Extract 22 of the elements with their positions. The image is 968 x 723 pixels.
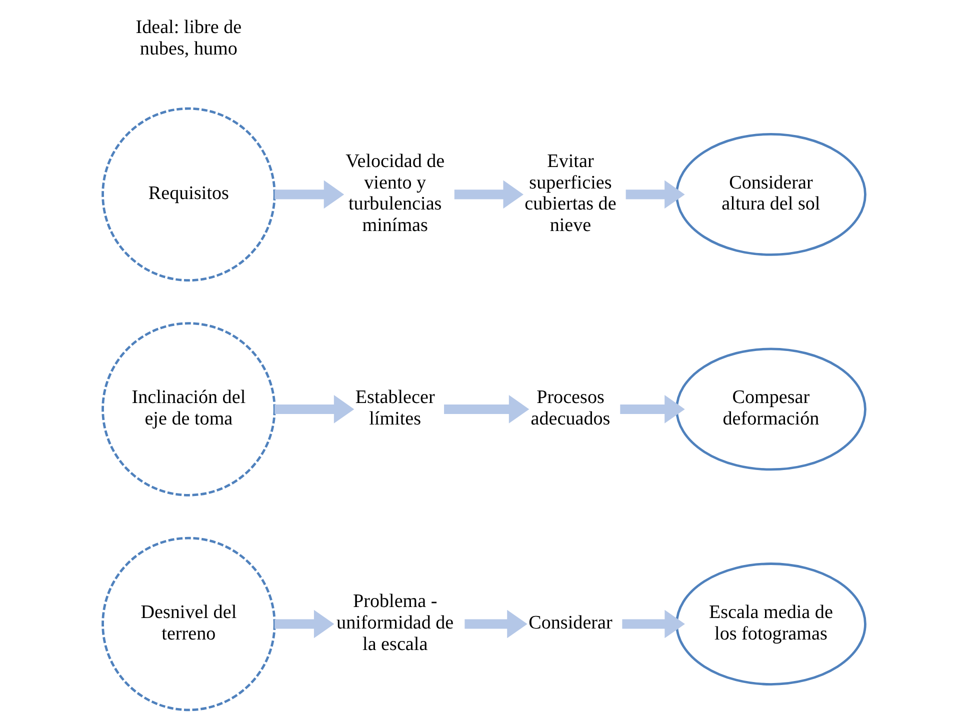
- node-text: Establecer límites: [355, 387, 435, 430]
- label: Ideal: libre de nubes, humo: [136, 17, 242, 60]
- arrow: [454, 180, 524, 209]
- arrow: [626, 180, 685, 209]
- node-ellipse: Escala media de los fotogramas: [676, 562, 866, 686]
- node-ellipse: Compesar deformación: [676, 348, 866, 471]
- node-text: Considerar: [528, 612, 612, 634]
- node-text: Velocidad de viento y turbulencias minímas: [346, 150, 445, 236]
- node-circle: Desnivel del terreno: [102, 536, 276, 712]
- arrow: [274, 395, 354, 424]
- arrow: [622, 610, 685, 638]
- arrow: [274, 180, 344, 209]
- arrow: [444, 395, 530, 424]
- arrow: [464, 610, 528, 638]
- node-text: Problema - uniformidad de la escala: [336, 591, 454, 656]
- node-circle: Requisitos: [102, 107, 276, 282]
- node-text: Procesos adecuados: [530, 387, 610, 430]
- node-text: Evitar superficies cubiertas de nieve: [524, 150, 616, 236]
- arrow: [274, 610, 334, 638]
- node-circle: Inclinación del eje de toma: [102, 322, 276, 496]
- node-ellipse: Considerar altura del sol: [676, 133, 866, 256]
- arrow: [620, 395, 685, 424]
